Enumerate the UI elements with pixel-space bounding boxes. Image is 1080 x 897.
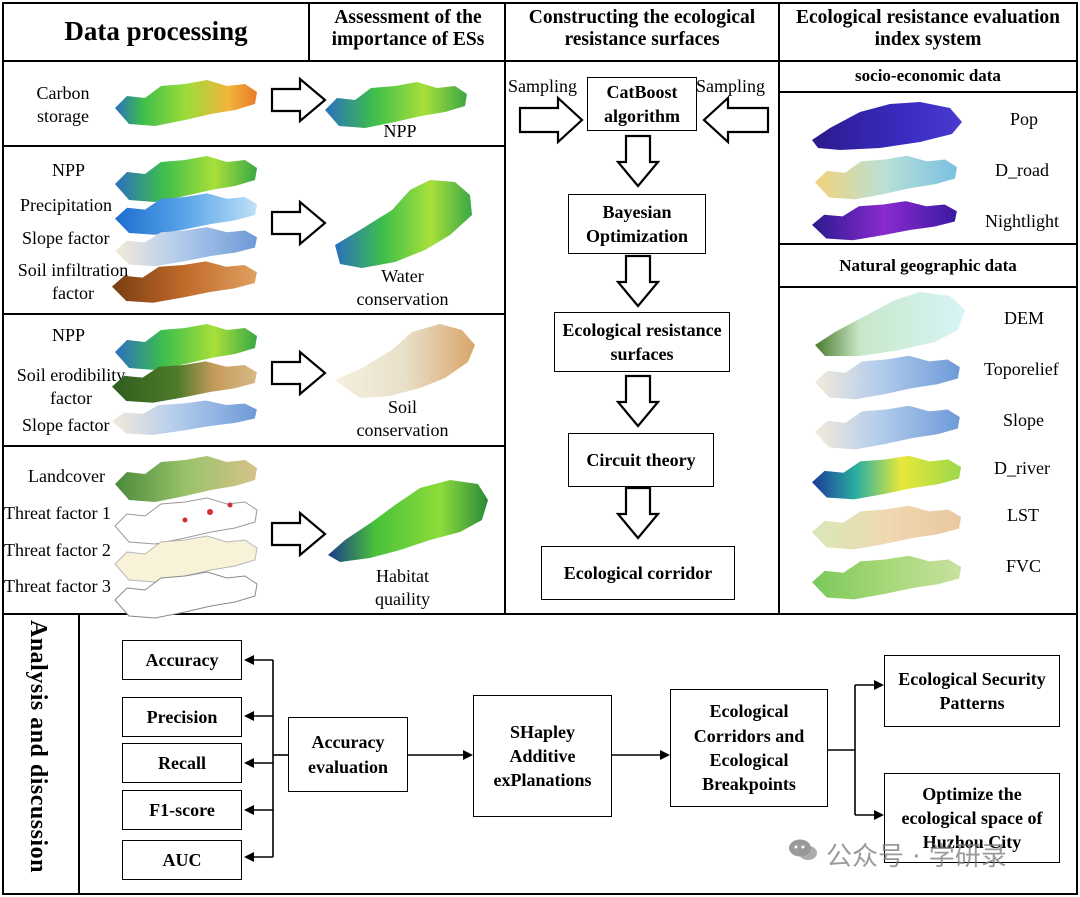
arrow-down-4 (615, 486, 661, 540)
label-d-road: D_road (995, 160, 1049, 180)
map-toporelief (815, 355, 960, 400)
divider-analysis-title (78, 613, 80, 895)
box-metric-accuracy: Accuracy (122, 640, 242, 680)
label-water-input-3: Slope factor (22, 228, 110, 248)
analysis-title: Analysis and discussion (25, 620, 51, 873)
panel-analysis (2, 613, 1078, 895)
box-optimize-space: Optimize the ecological space of Huzhou … (884, 773, 1060, 863)
label-toporelief: Toporelief (984, 359, 1059, 379)
map-nightlight (812, 201, 957, 241)
label-water-input-4: Soil infiltration factor (17, 260, 129, 304)
map-npp (325, 82, 467, 128)
label-slope: Slope (1003, 410, 1045, 430)
label-d-river: D_river (994, 458, 1050, 478)
box-metric-recall: Recall (122, 743, 242, 783)
label-fvc: FVC (1006, 556, 1042, 576)
box-catboost: CatBoost algorithm (587, 77, 697, 131)
map-dem (815, 292, 965, 356)
box-metric-auc: AUC (122, 840, 242, 880)
arrow-right-habitat (270, 510, 327, 558)
analysis-connectors (252, 659, 876, 858)
box-metric-f1: F1-score (122, 790, 242, 830)
map-lst (812, 505, 962, 550)
label-carbon-storage: Carbon storage (36, 83, 90, 127)
arrow-sampling-left (518, 95, 584, 145)
label-nightlight: Nightlight (985, 211, 1060, 231)
map-soil-infiltration (112, 261, 257, 303)
header-assessment: Assessment of the importance of ESs (331, 7, 485, 51)
label-soil-input-2: Soil erodibility factor (16, 365, 126, 409)
map-carbon-storage (115, 80, 257, 126)
header-constructing: Constructing the ecological resistance s… (528, 7, 756, 51)
map-slope (815, 405, 960, 450)
map-fvc (812, 555, 962, 600)
box-metric-precision: Precision (122, 697, 242, 737)
map-water-conservation (335, 180, 472, 268)
arrow-right-carbon (270, 76, 327, 124)
map-d-river (812, 455, 962, 500)
divider-socio-title (778, 91, 1078, 93)
map-npp-3 (115, 324, 257, 370)
box-security-patterns: Ecological Security Patterns (884, 655, 1060, 727)
socio-title: socio-economic data (855, 66, 1001, 85)
header-data-processing: Data processing (64, 16, 248, 46)
watermark-text: 公众号 · 学研录 (826, 842, 1007, 872)
arrow-right-water (270, 199, 327, 247)
label-water-input-1: NPP (52, 160, 86, 180)
map-d-road (815, 155, 957, 200)
box-circuit-theory: Circuit theory (568, 433, 714, 487)
map-slope-factor-2 (112, 400, 257, 435)
box-bayesian: Bayesian Optimization (568, 194, 706, 254)
label-soil-input-1: NPP (52, 325, 86, 345)
box-corridors-breakpoints: Ecological Corridors and Ecological Brea… (670, 689, 828, 807)
label-water-input-2: Precipitation (20, 195, 112, 215)
label-water-output: Water conservation (356, 266, 449, 310)
map-landcover (115, 456, 257, 502)
arrow-sampling-right (702, 95, 770, 145)
map-habitat-quality (328, 480, 488, 562)
map-npp-2 (115, 156, 257, 202)
divider-natural-title (778, 286, 1078, 288)
label-habitat-output: Habitat quaility (375, 566, 430, 610)
header-evaluation: Ecological resistance evaluation index s… (796, 7, 1060, 51)
label-soil-output: Soil conservation (356, 397, 449, 441)
label-sampling-right: Sampling (696, 76, 766, 96)
map-soil-conservation (335, 324, 475, 398)
natural-title: Natural geographic data (839, 256, 1017, 275)
label-habitat-input-1: Landcover (28, 466, 105, 486)
box-ecological-corridor: Ecological corridor (541, 546, 735, 600)
box-shap: SHapley Additive exPlanations (473, 695, 612, 817)
wechat-icon (788, 838, 818, 862)
label-pop: Pop (1010, 109, 1039, 129)
label-lst: LST (1007, 505, 1040, 525)
arrow-down-2 (615, 254, 661, 308)
analysis-arrowheads (244, 655, 884, 862)
map-pop (812, 102, 962, 150)
label-habitat-input-4: Threat factor 3 (4, 576, 111, 596)
label-sampling-left: Sampling (508, 76, 578, 96)
arrow-down-1 (615, 134, 661, 188)
label-habitat-input-3: Threat factor 2 (4, 540, 111, 560)
arrow-right-soil (270, 349, 327, 397)
label-npp-output: NPP (383, 121, 417, 141)
label-habitat-input-2: Threat factor 1 (4, 503, 111, 523)
label-dem: DEM (1004, 308, 1044, 328)
box-resistance-surfaces: Ecological resistance surfaces (554, 312, 730, 372)
label-soil-input-3: Slope factor (22, 415, 110, 435)
arrow-down-3 (615, 374, 661, 428)
box-accuracy-evaluation: Accuracy evaluation (288, 717, 408, 792)
